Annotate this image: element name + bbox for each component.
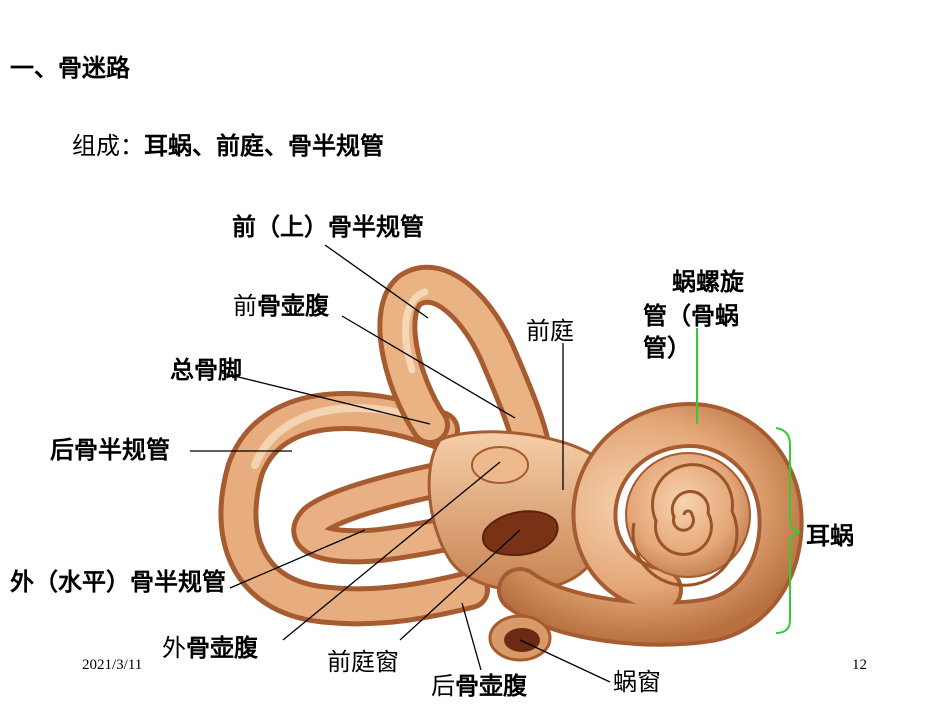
leader-oval-window	[399, 529, 521, 641]
leader-lateral-ampulla	[282, 461, 501, 641]
leader-lateral-canal	[229, 529, 366, 589]
label-spiral-canal-line1: 蜗螺旋	[672, 267, 744, 296]
page-number: 12	[852, 657, 867, 673]
leader-lines	[190, 244, 611, 683]
label-lateral-ampulla: 外骨壶腹	[162, 633, 258, 663]
label-common-crus: 总骨脚	[170, 355, 242, 384]
cochlea-shape	[488, 401, 804, 662]
label-posterior-canal: 后骨半规管	[50, 435, 170, 464]
label-round-window: 蜗窗	[613, 668, 661, 696]
label-lateral-ampulla-main: 骨壶腹	[186, 633, 258, 662]
label-oval-window: 前庭窗	[327, 648, 399, 676]
leader-anterior-canal	[324, 244, 429, 319]
leader-common-crus	[221, 372, 431, 425]
label-posterior-ampulla-main: 骨壶腹	[455, 671, 527, 700]
composition-prefix: 组成：	[72, 132, 144, 160]
leader-anterior-ampulla	[341, 315, 516, 419]
label-posterior-ampulla: 后骨壶腹	[431, 671, 527, 701]
footer-date: 2021/3/11	[82, 657, 143, 673]
composition-line: 组成：耳蜗、前庭、骨半规管	[72, 126, 384, 161]
leader-posterior-ampulla	[461, 602, 482, 671]
label-lateral-ampulla-prefix: 外	[162, 634, 186, 662]
label-anterior-canal: 前（上）骨半规管	[232, 212, 424, 241]
label-spiral-canal-line3: 管）	[643, 333, 691, 362]
label-vestibule: 前庭	[526, 317, 574, 345]
label-anterior-ampulla-prefix: 前	[233, 292, 257, 320]
label-lateral-canal: 外（水平）骨半规管	[10, 567, 226, 596]
label-cochlea: 耳蜗	[806, 521, 854, 550]
composition-items: 耳蜗、前庭、骨半规管	[144, 131, 384, 160]
label-anterior-ampulla-main: 骨壶腹	[257, 291, 329, 320]
label-posterior-ampulla-prefix: 后	[431, 672, 455, 700]
slide-title: 一、骨迷路	[10, 53, 130, 82]
label-spiral-canal-line2: 管（骨蜗	[643, 301, 739, 330]
green-indicators	[696, 328, 801, 634]
label-anterior-ampulla: 前骨壶腹	[233, 291, 329, 321]
leader-round-window	[519, 639, 611, 683]
cochlea-bracket	[775, 427, 801, 634]
vestibule-shape	[427, 430, 616, 592]
anterior-canal-shape	[377, 264, 550, 460]
